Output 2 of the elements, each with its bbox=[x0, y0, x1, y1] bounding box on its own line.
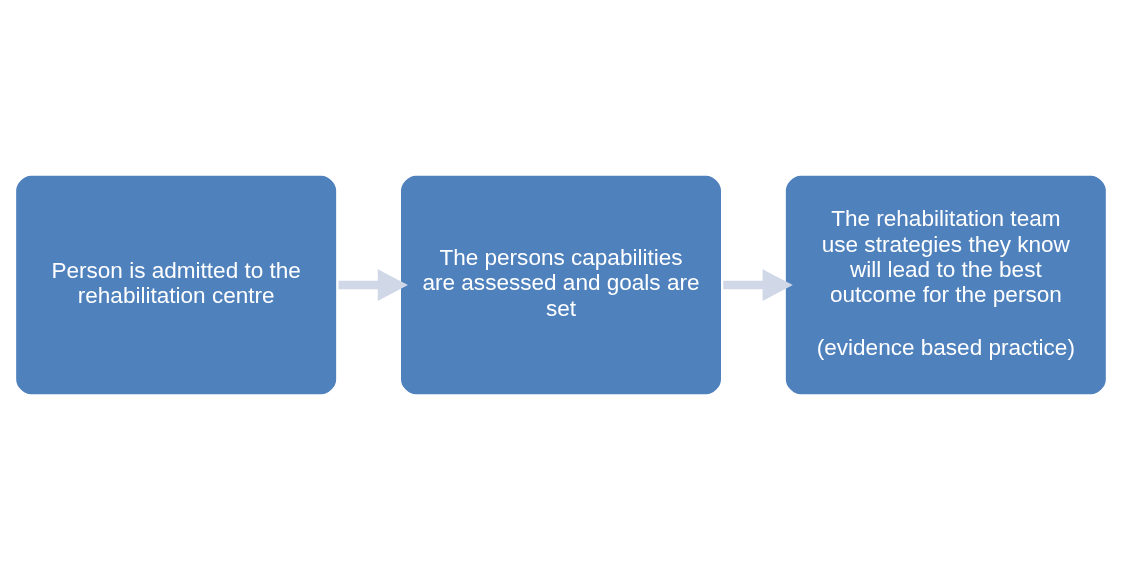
arrow bbox=[723, 269, 793, 301]
arrow bbox=[338, 269, 408, 301]
